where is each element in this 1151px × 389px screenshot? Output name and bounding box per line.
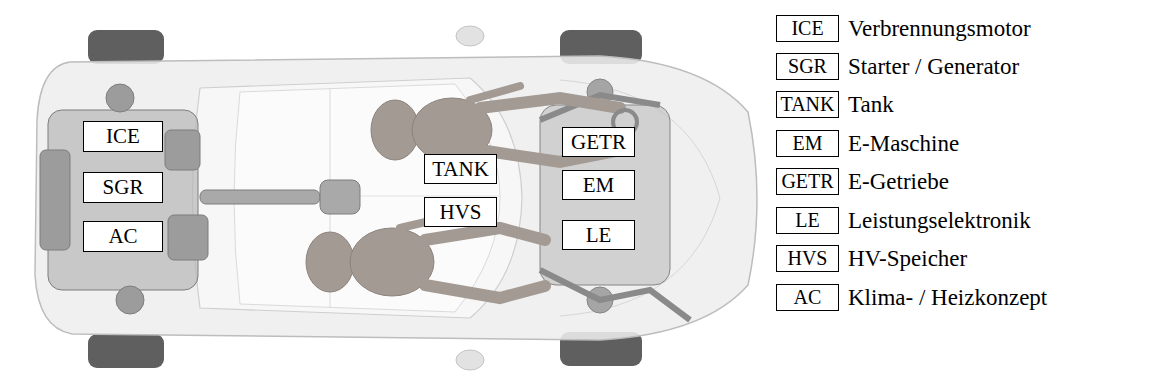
component-box: TANK xyxy=(424,154,497,184)
legend-entry: HVS HV-Speicher xyxy=(776,244,967,272)
abbreviation-box: LE xyxy=(776,207,839,234)
car-body xyxy=(35,56,757,340)
component-label: EM xyxy=(583,175,615,196)
abbreviation-box: HVS xyxy=(776,245,839,272)
component-label: HVS xyxy=(439,202,481,223)
component-label: AC xyxy=(108,226,137,247)
abbreviation-box: EM xyxy=(776,130,839,157)
legend-description: Leistungselektronik xyxy=(848,209,1031,232)
abbreviation-box: SGR xyxy=(776,53,839,80)
legend-description: Starter / Generator xyxy=(848,55,1019,78)
legend-entry: EM E-Maschine xyxy=(776,129,959,157)
abbreviation-box: GETR xyxy=(776,168,839,195)
legend-entry: TANK Tank xyxy=(776,90,894,118)
abbreviation-box: ICE xyxy=(776,15,839,42)
component-label: LE xyxy=(586,225,612,246)
legend-entry: LE Leistungselektronik xyxy=(776,206,1031,234)
component-box: EM xyxy=(562,170,635,200)
mirror xyxy=(456,350,484,370)
cabin xyxy=(193,78,523,318)
legend-description: E-Maschine xyxy=(848,132,959,155)
component-label: SGR xyxy=(103,177,144,198)
component-box: AC xyxy=(83,221,163,252)
rear-components xyxy=(40,84,360,314)
legend-entry: GETR E-Getriebe xyxy=(776,167,949,195)
abbreviation-box: TANK xyxy=(776,91,839,118)
front-components xyxy=(540,79,690,320)
wheel xyxy=(88,334,164,368)
component-box: GETR xyxy=(562,127,635,157)
component-box: SGR xyxy=(83,172,163,203)
abbreviation-box: AC xyxy=(776,284,839,311)
legend-description: Verbrennungsmotor xyxy=(848,17,1031,40)
component-label: GETR xyxy=(571,132,626,153)
legend-entry: AC Klima- / Heizkonzept xyxy=(776,283,1047,311)
legend-description: E-Getriebe xyxy=(848,170,949,193)
legend-entry: ICE Verbrennungsmotor xyxy=(776,14,1031,42)
legend-description: HV-Speicher xyxy=(848,247,967,270)
legend-description: Klima- / Heizkonzept xyxy=(848,286,1047,309)
component-box: HVS xyxy=(424,197,497,227)
wheel xyxy=(88,30,164,64)
legend-description: Tank xyxy=(848,93,894,116)
component-box: ICE xyxy=(83,121,163,152)
mirror xyxy=(456,26,484,46)
component-label: ICE xyxy=(106,126,140,147)
component-label: TANK xyxy=(432,159,489,180)
component-box: LE xyxy=(562,220,635,250)
legend-entry: SGR Starter / Generator xyxy=(776,52,1019,80)
